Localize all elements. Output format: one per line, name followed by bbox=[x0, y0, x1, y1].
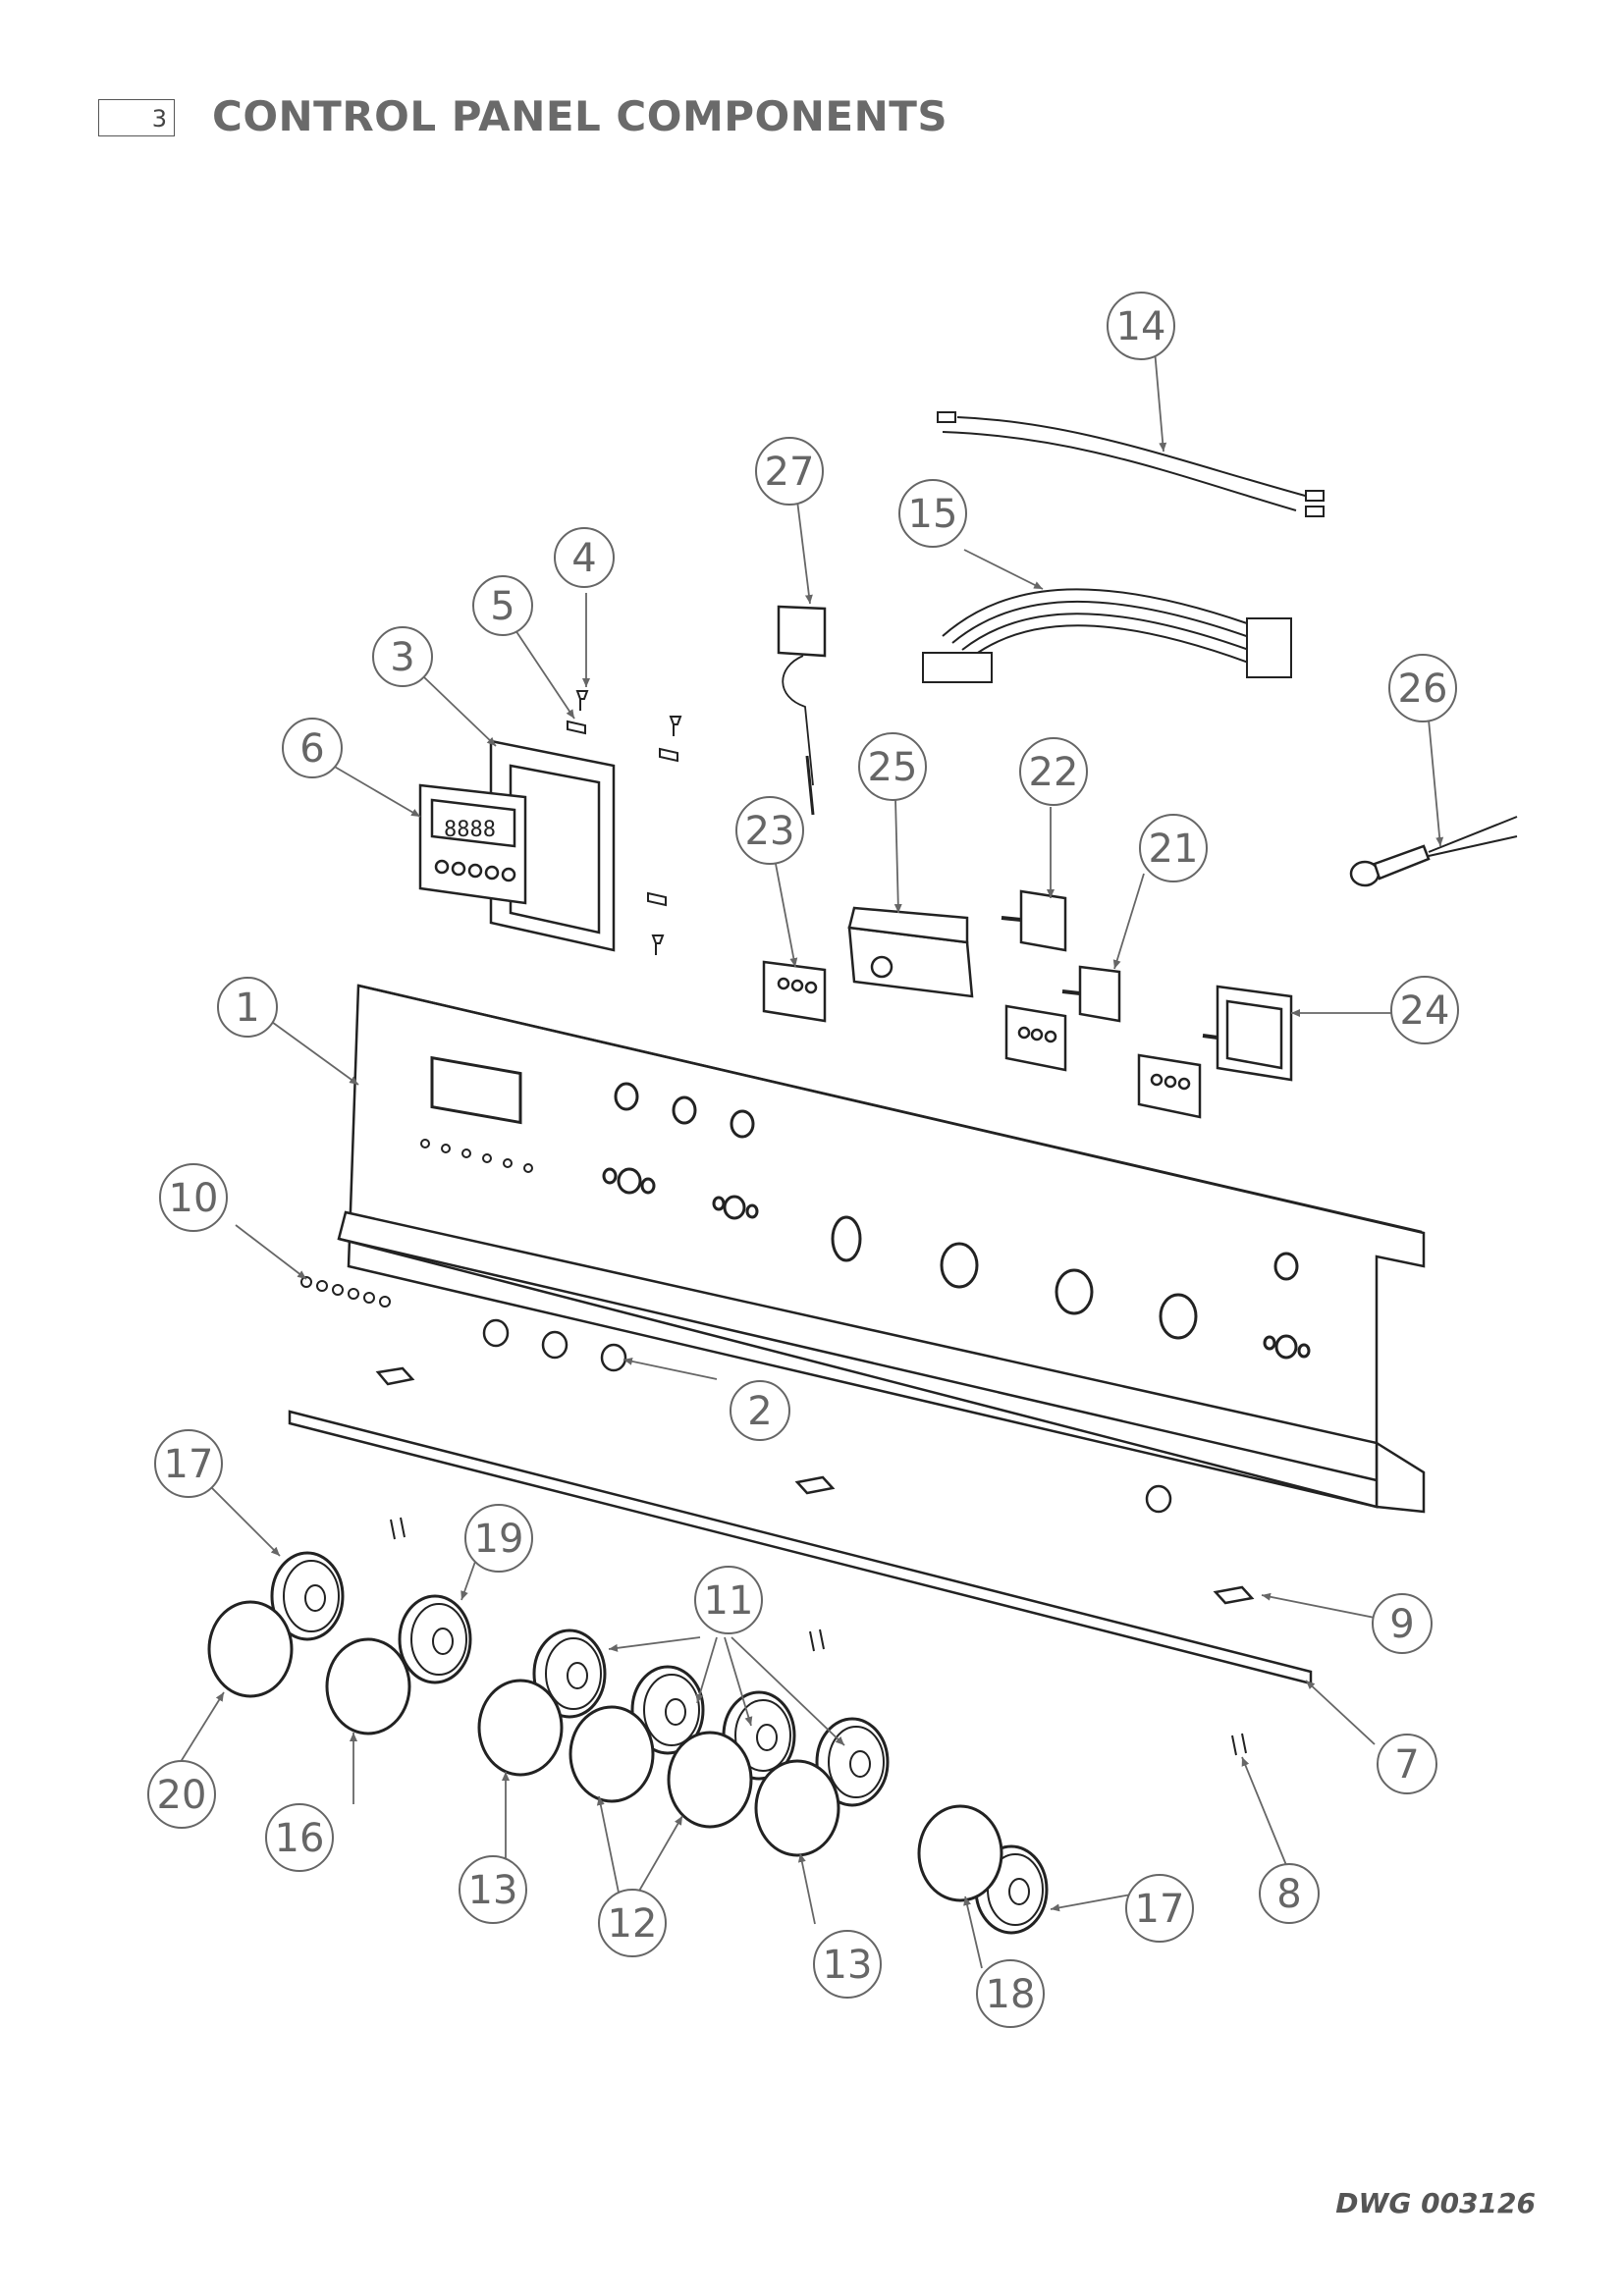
svg-text:13: 13 bbox=[823, 1943, 873, 1988]
callout-26: 26 bbox=[1388, 654, 1457, 722]
thermostat bbox=[777, 605, 827, 816]
svg-text:19: 19 bbox=[474, 1517, 524, 1562]
clips-9 bbox=[375, 1366, 1255, 1605]
callout-19: 19 bbox=[464, 1504, 533, 1573]
svg-text:12: 12 bbox=[608, 1901, 658, 1947]
svg-text:13: 13 bbox=[468, 1868, 518, 1913]
callout-23: 23 bbox=[735, 796, 804, 865]
drawing-number: DWG 003126 bbox=[1335, 2187, 1536, 2219]
clock-display-module: 8888 bbox=[418, 783, 527, 905]
section-number: 3 bbox=[151, 105, 167, 133]
callout-13-left: 13 bbox=[459, 1855, 527, 1924]
svg-text:24: 24 bbox=[1400, 988, 1450, 1034]
callout-3: 3 bbox=[372, 626, 433, 687]
svg-text:17: 17 bbox=[164, 1442, 214, 1487]
callout-27: 27 bbox=[755, 437, 824, 506]
neon-indicator-26 bbox=[1349, 816, 1518, 887]
callout-7: 7 bbox=[1377, 1734, 1437, 1794]
callout-20: 20 bbox=[147, 1760, 216, 1829]
clock-display-digits: 8888 bbox=[444, 818, 496, 842]
page-title: CONTROL PANEL COMPONENTS bbox=[212, 92, 948, 140]
control-knobs bbox=[207, 1600, 1003, 1902]
svg-text:14: 14 bbox=[1116, 304, 1166, 349]
svg-text:16: 16 bbox=[275, 1816, 325, 1861]
callout-17-right: 17 bbox=[1125, 1874, 1194, 1943]
callout-9: 9 bbox=[1372, 1593, 1433, 1654]
svg-text:17: 17 bbox=[1135, 1887, 1185, 1932]
svg-text:21: 21 bbox=[1149, 827, 1199, 872]
svg-text:23: 23 bbox=[745, 809, 795, 854]
callout-14: 14 bbox=[1107, 292, 1175, 360]
callout-5: 5 bbox=[472, 575, 533, 636]
svg-text:3: 3 bbox=[390, 635, 414, 680]
callout-21: 21 bbox=[1139, 814, 1208, 882]
wire-harness-15 bbox=[922, 588, 1292, 683]
callout-1: 1 bbox=[217, 977, 278, 1038]
svg-text:8: 8 bbox=[1276, 1872, 1301, 1917]
terminal-block-center bbox=[1004, 1004, 1067, 1072]
callout-4: 4 bbox=[554, 527, 615, 588]
svg-text:22: 22 bbox=[1029, 750, 1079, 795]
svg-text:26: 26 bbox=[1398, 667, 1448, 712]
svg-text:6: 6 bbox=[299, 726, 324, 772]
callout-12: 12 bbox=[598, 1889, 667, 1957]
svg-text:18: 18 bbox=[986, 1972, 1036, 2017]
callout-6: 6 bbox=[282, 718, 343, 778]
svg-text:20: 20 bbox=[157, 1773, 207, 1818]
screws-and-clips bbox=[567, 690, 682, 955]
svg-text:2: 2 bbox=[747, 1389, 772, 1434]
callout-13-right: 13 bbox=[813, 1930, 882, 1999]
svg-text:7: 7 bbox=[1394, 1742, 1419, 1788]
svg-text:11: 11 bbox=[704, 1578, 754, 1624]
svg-text:4: 4 bbox=[571, 536, 596, 581]
svg-text:15: 15 bbox=[908, 492, 958, 537]
callout-10: 10 bbox=[159, 1163, 228, 1232]
callout-2: 2 bbox=[730, 1380, 790, 1441]
callout-11: 11 bbox=[694, 1566, 763, 1634]
svg-text:5: 5 bbox=[490, 584, 514, 629]
svg-text:9: 9 bbox=[1389, 1602, 1414, 1647]
switch-buttons-2 bbox=[482, 1318, 1172, 1514]
callout-18: 18 bbox=[976, 1959, 1045, 2028]
svg-text:27: 27 bbox=[765, 450, 815, 495]
callout-15: 15 bbox=[898, 479, 967, 548]
switch-22 bbox=[1001, 889, 1067, 952]
terminal-block-right bbox=[1137, 1053, 1202, 1119]
energy-regulator-24 bbox=[1202, 985, 1293, 1082]
callout-25: 25 bbox=[858, 732, 927, 801]
callout-22: 22 bbox=[1019, 737, 1088, 806]
control-panel bbox=[337, 984, 1426, 1514]
selector-switch-25 bbox=[847, 906, 974, 998]
callout-8: 8 bbox=[1259, 1863, 1320, 1924]
wire-harness-14 bbox=[937, 411, 1325, 517]
leader-lines bbox=[178, 338, 1444, 1969]
switch-21 bbox=[1061, 965, 1121, 1023]
svg-text:10: 10 bbox=[169, 1176, 219, 1221]
section-number-box: 3 bbox=[98, 99, 175, 136]
screws-8 bbox=[390, 1517, 1247, 1756]
terminal-block-23 bbox=[762, 960, 827, 1023]
svg-text:1: 1 bbox=[235, 986, 259, 1031]
callout-17-left: 17 bbox=[154, 1429, 223, 1498]
callout-24: 24 bbox=[1390, 976, 1459, 1044]
callout-bubbles: 1 2 3 4 5 6 7 8 9 10 11 12 13 13 14 15 1… bbox=[147, 292, 1459, 2028]
screws-10 bbox=[300, 1276, 391, 1308]
callout-16: 16 bbox=[265, 1803, 334, 1872]
svg-text:25: 25 bbox=[868, 745, 918, 790]
